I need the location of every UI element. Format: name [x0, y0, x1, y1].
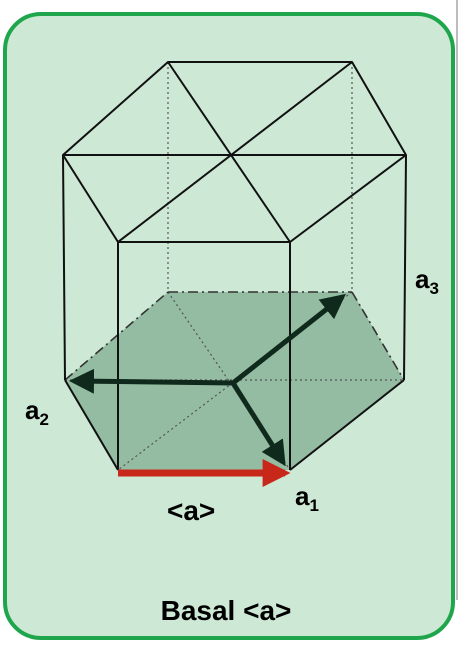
top-hexagon: [62, 61, 407, 243]
basal-back-edges: [64, 291, 405, 381]
a2-axis-arrow: [69, 368, 234, 394]
a2-label: a2: [25, 395, 49, 429]
a3-axis-arrow: [231, 293, 346, 385]
a3-label: a3: [415, 264, 439, 298]
a1-axis-arrow: [230, 381, 286, 467]
a1-label: a1: [295, 481, 319, 515]
basal-front-edges: [64, 379, 405, 471]
burgers-vector-label: <a>: [167, 495, 216, 526]
prism-vertical-edges: [62, 154, 407, 470]
page-divider: [456, 0, 458, 600]
slip-system-title: Basal <a>: [160, 595, 292, 626]
